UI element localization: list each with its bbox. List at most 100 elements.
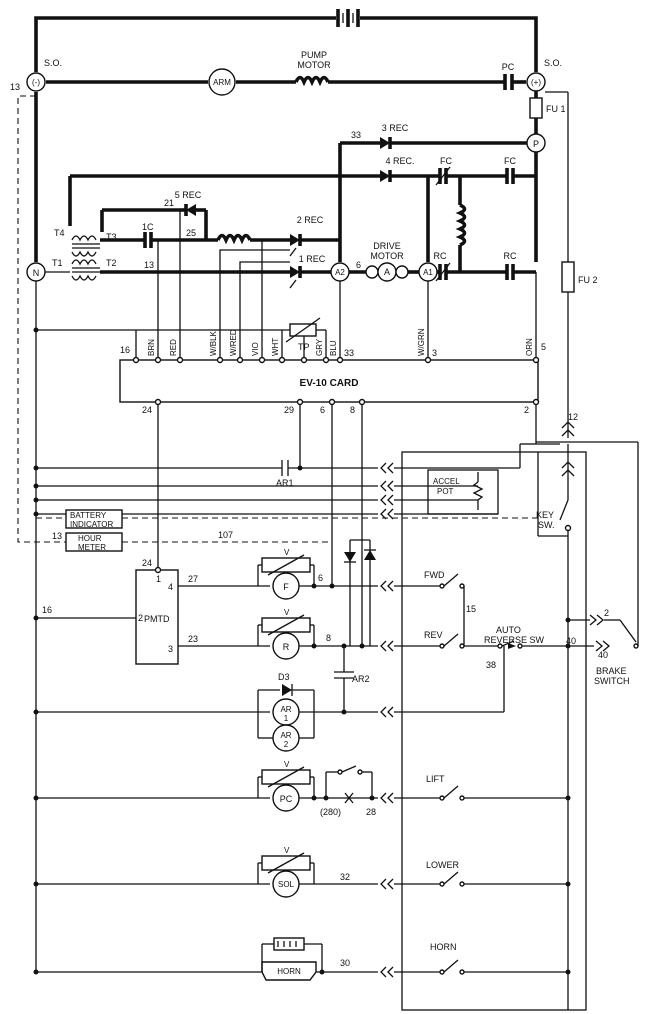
wire-8-r: 8: [326, 633, 331, 643]
accel-label: ACCEL: [433, 477, 460, 486]
so-left-label: S.O.: [44, 58, 62, 68]
meter-label: METER: [78, 543, 106, 552]
brake-label: BRAKE: [596, 666, 627, 676]
rc-label-1: RC: [434, 251, 447, 261]
d3-label: D3: [278, 672, 290, 682]
pin-brn: BRN: [147, 339, 156, 356]
rc-label-2: RC: [504, 251, 517, 261]
f-coil-row: F V 27 6 FWD 15: [178, 404, 476, 646]
pump-motor-circuit: ARM PUMP MOTOR PC: [46, 50, 526, 96]
fc-label-2: FC: [504, 156, 516, 166]
switch-label: SWITCH: [594, 676, 630, 686]
pmtd-3: 3: [168, 644, 173, 654]
pin-wht: WHT: [271, 338, 280, 356]
drive-circuit: 1 REC RC RC 13 6 DRIVE MOTOR A A2 A1: [100, 241, 536, 289]
a1-label: A1: [423, 268, 433, 277]
fu1-label: FU 1: [546, 104, 566, 114]
armature-label: A: [384, 267, 390, 277]
transformer: T4 T3 T1 T2: [45, 208, 180, 281]
option-meters: BATTERY INDICATOR HOUR METER 13 107: [17, 95, 540, 552]
pump-motor-label: MOTOR: [297, 60, 331, 70]
n-label: N: [33, 268, 40, 278]
horn-box-label: HORN: [277, 967, 301, 976]
rec4-fc-circuit: 4 REC. FC FC: [68, 152, 538, 262]
rec5-circuit: 5 REC 21 25: [164, 190, 208, 240]
v-label-4: V: [284, 846, 290, 855]
wire-13-bottom: 13: [52, 531, 62, 541]
ar2-cap-label: AR2: [352, 674, 370, 684]
thermal-protector: TP: [36, 317, 327, 360]
pin-gry: GRY: [315, 338, 324, 356]
pin-red: RED: [169, 339, 178, 356]
negative-terminal: [26, 72, 46, 92]
hour-label: HOUR: [78, 534, 102, 543]
pc-row: PC V (280) 28 LIFT: [33, 760, 568, 817]
ar1-coil-label: AR: [280, 705, 291, 714]
p-label: P: [533, 139, 539, 149]
wire-15: 15: [466, 604, 476, 614]
field-winding: [426, 176, 467, 272]
pin-5: 5: [541, 342, 546, 352]
plus-label: (+): [531, 78, 541, 87]
wire-280: (280): [320, 807, 341, 817]
pmtd-2: 2: [138, 613, 143, 623]
wire-32: 32: [340, 872, 350, 882]
rec1-label: 1 REC: [299, 254, 326, 264]
battery-label: BATTERY: [70, 511, 107, 520]
wire-12: 12: [568, 412, 578, 422]
wire-6-top: 6: [356, 260, 361, 270]
t4-label: T4: [54, 228, 65, 238]
v-label-1: V: [284, 548, 290, 557]
pmtd-4: 4: [168, 582, 173, 592]
t2-label: T2: [106, 258, 117, 268]
horn-row: HORN 30 HORN: [36, 937, 568, 981]
key-label: KEY: [536, 510, 554, 520]
ar2-coil-sub: 2: [284, 740, 289, 749]
pin-wgrn: W/GRN: [417, 328, 426, 356]
key-switch: KEY SW.: [536, 499, 572, 1010]
fuse-1: FU 1 P: [526, 91, 566, 153]
fc-label-1: FC: [440, 156, 452, 166]
rec3-label: 3 REC: [382, 123, 409, 133]
wire-16-side: 16: [42, 605, 52, 615]
lift-label: LIFT: [426, 774, 445, 784]
wire-2-brake: 2: [604, 608, 609, 618]
so-right-label: S.O.: [544, 58, 562, 68]
key-sw-label: SW.: [538, 520, 555, 530]
wire-23: 23: [188, 634, 198, 644]
pin-vio: VIO: [251, 342, 260, 356]
pot-label: POT: [437, 487, 454, 496]
pc-label: PC: [280, 794, 293, 804]
pc-contact-label: PC: [502, 62, 515, 72]
horn-label: HORN: [430, 942, 457, 952]
pin-orn: ORN: [525, 338, 534, 356]
gate-wires: [35, 210, 537, 972]
pin-3: 3: [432, 348, 437, 358]
drive-label: DRIVE: [373, 241, 401, 251]
card-label: EV-10 CARD: [300, 378, 359, 389]
pin-24: 24: [142, 405, 152, 415]
drive-motor-label: MOTOR: [370, 251, 404, 261]
wire-40b: 40: [598, 650, 608, 660]
pmtd-24: 24: [142, 558, 152, 568]
ar1-coil-sub: 1: [284, 714, 289, 723]
wire-25: 25: [186, 228, 196, 238]
drive-motor: A: [365, 262, 409, 282]
pin-2: 2: [524, 405, 529, 415]
wire-30: 30: [340, 958, 350, 968]
battery-symbol: [336, 9, 360, 27]
sol-label: SOL: [278, 880, 295, 889]
arm-label: ARM: [213, 78, 231, 87]
wire-13-left: 13: [10, 82, 20, 92]
a2-label: A2: [335, 268, 345, 277]
coil-diodes: [344, 404, 376, 646]
ar1-row: AR1: [36, 404, 536, 488]
ar1-label: AR1: [276, 478, 294, 488]
pin-6: 6: [320, 405, 325, 415]
wire-6-f: 6: [318, 573, 323, 583]
left-rail-nodes: [33, 327, 39, 975]
pump-label: PUMP: [301, 50, 327, 60]
ev10-card: EV-10 CARD 16 BRN RED W/BLK W/RED VIO WH…: [119, 328, 546, 415]
auto-reverse-brake: AUTO REVERSE SW 38 40 2 40 BRAKE SWITCH: [484, 441, 639, 712]
